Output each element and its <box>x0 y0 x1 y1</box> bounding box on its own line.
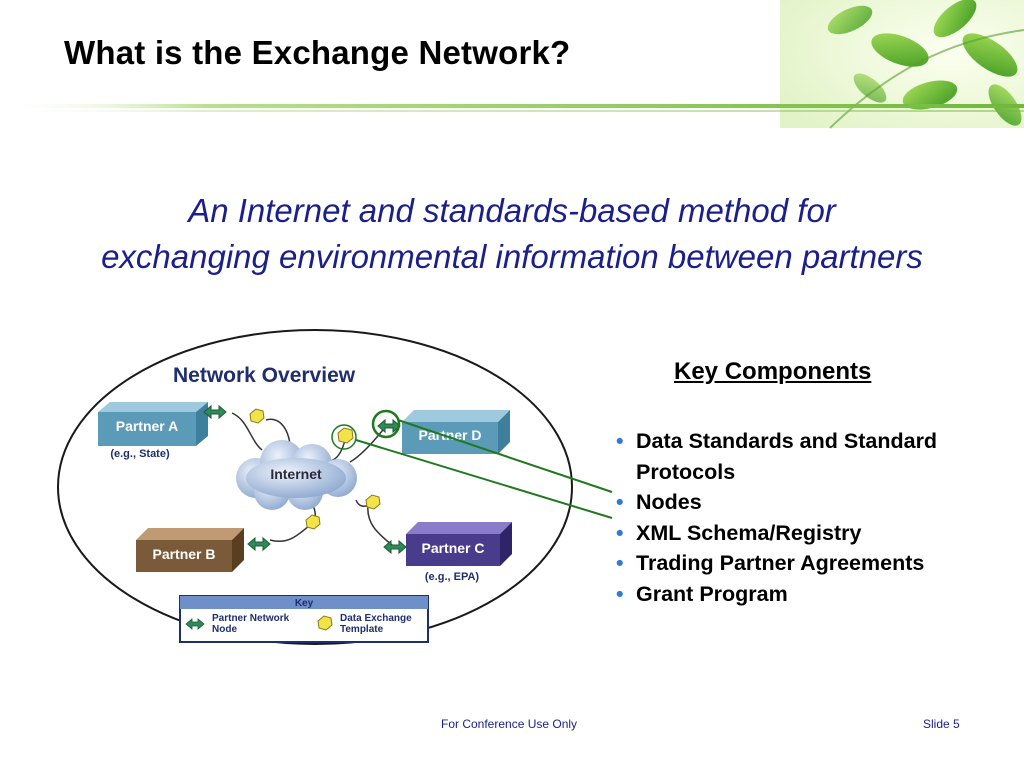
list-item: • Data Standards and Standard Protocols <box>616 426 1016 487</box>
svg-text:(e.g., State): (e.g., State) <box>110 448 170 460</box>
slide-number: Slide 5 <box>923 717 960 731</box>
template-icon <box>337 427 354 444</box>
node-icon-partner-c <box>383 539 407 555</box>
slide-title: What is the Exchange Network? <box>64 34 571 71</box>
svg-text:Internet: Internet <box>270 466 322 482</box>
svg-text:Key: Key <box>295 598 314 609</box>
list-item: • XML Schema/Registry <box>616 518 1016 549</box>
svg-text:Partner A: Partner A <box>116 418 179 434</box>
partner-c-box: Partner C (e.g., EPA) <box>406 522 512 583</box>
svg-text:Template: Template <box>340 624 384 635</box>
partner-d-box: Partner D <box>402 410 510 454</box>
bullet-icon: • <box>616 551 624 575</box>
subtitle-line-1: An Internet and standards-based method f… <box>188 192 836 229</box>
node-icon-partner-a <box>203 404 227 420</box>
bullet-icon: • <box>616 429 624 453</box>
subtitle-line-2: exchanging environmental information bet… <box>101 238 923 275</box>
svg-text:Partner C: Partner C <box>421 540 484 556</box>
template-icon <box>305 514 321 530</box>
list-item: • Grant Program <box>616 579 1016 610</box>
key-components-list: • Data Standards and Standard Protocols … <box>616 426 1016 609</box>
svg-text:Partner D: Partner D <box>418 427 481 443</box>
svg-text:Partner Network: Partner Network <box>212 613 290 624</box>
svg-text:Data Exchange: Data Exchange <box>340 613 412 624</box>
bullet-icon: • <box>616 581 624 606</box>
header-rule <box>0 104 1024 108</box>
svg-text:(e.g., EPA): (e.g., EPA) <box>425 571 480 583</box>
diagram-key: Key Partner Network Node Data Exchange T… <box>179 595 429 643</box>
node-icon-partner-b <box>247 536 271 552</box>
list-item: • Nodes <box>616 487 1016 518</box>
highlight-circle-node <box>371 409 401 439</box>
template-icon <box>249 408 265 424</box>
key-components-heading: Key Components <box>674 358 872 385</box>
diagram-heading: Network Overview <box>173 364 356 387</box>
template-icon <box>365 494 381 510</box>
footer-confidentiality: For Conference Use Only <box>441 717 578 731</box>
list-item: • Trading Partner Agreements <box>616 548 1016 579</box>
bullet-icon: • <box>616 520 624 545</box>
template-icons <box>249 408 381 530</box>
node-icons <box>203 404 407 555</box>
partner-a-box: Partner A (e.g., State) <box>98 402 208 460</box>
callout-lines <box>355 419 613 519</box>
highlight-circle-template <box>331 424 357 450</box>
bullet-icon: • <box>616 490 624 514</box>
svg-text:Partner B: Partner B <box>152 546 215 562</box>
internet-cloud: Internet <box>236 440 357 510</box>
svg-text:Node: Node <box>212 624 237 635</box>
slide-subtitle: An Internet and standards-based method f… <box>0 188 1024 280</box>
partner-b-box: Partner B <box>136 528 244 572</box>
network-overview-diagram: Network Overview Int <box>57 329 573 645</box>
